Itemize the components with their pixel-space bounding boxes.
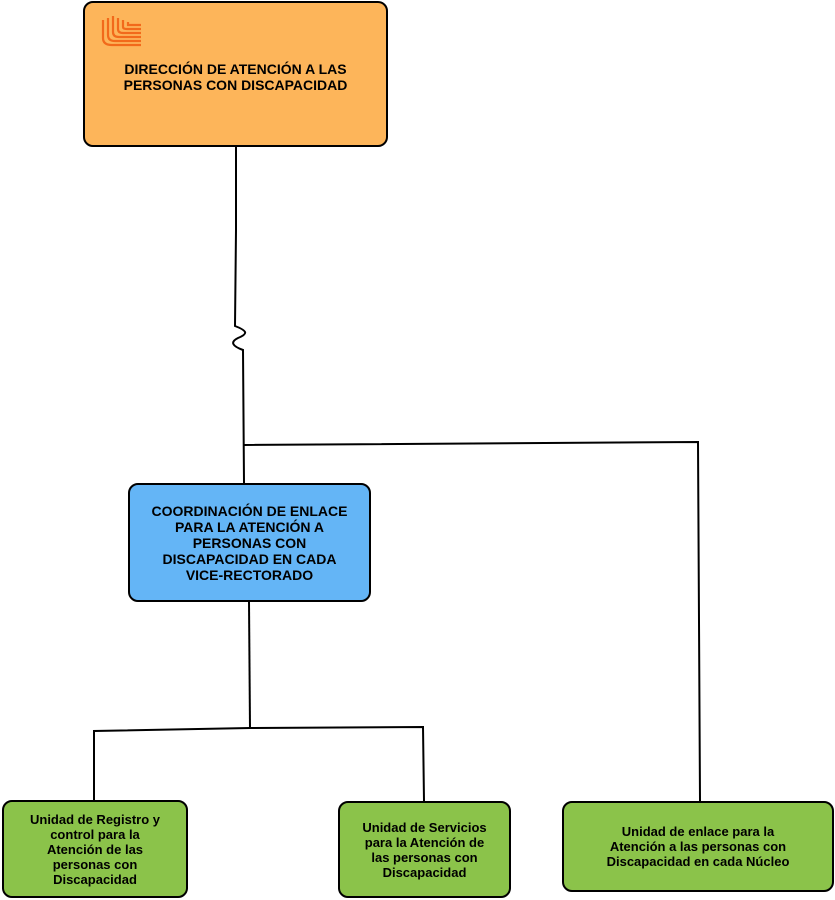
node-unidad-servicios: Unidad de Servicios para la Atención de … [338,801,511,898]
edge-coordinacion-servicios [249,725,425,802]
edge-direccion-coordinacion [232,147,247,484]
university-logo-icon [101,16,141,47]
node-unidad-registro: Unidad de Registro y control para la Ate… [2,800,188,898]
edge-direccion-enlace-nucleo [243,440,701,802]
node-unidad-enlace-nucleo: Unidad de enlace para la Atención a las … [562,801,834,892]
node-coordinacion: COORDINACIÓN DE ENLACE PARA LA ATENCIÓN … [128,483,371,602]
node-coordinacion-label: COORDINACIÓN DE ENLACE PARA LA ATENCIÓN … [151,502,348,583]
node-unidad-servicios-label: Unidad de Servicios para la Atención de … [362,819,487,880]
node-unidad-registro-label: Unidad de Registro y control para la Ate… [29,811,161,887]
node-direccion: DIRECCIÓN DE ATENCIÓN A LAS PERSONAS CON… [83,1,388,147]
node-direccion-label: DIRECCIÓN DE ATENCIÓN A LAS PERSONAS CON… [123,61,348,93]
edge-coordinacion-split [248,601,251,729]
edge-coordinacion-registro [93,727,251,800]
node-unidad-enlace-nucleo-label: Unidad de enlace para la Atención a las … [606,824,790,869]
